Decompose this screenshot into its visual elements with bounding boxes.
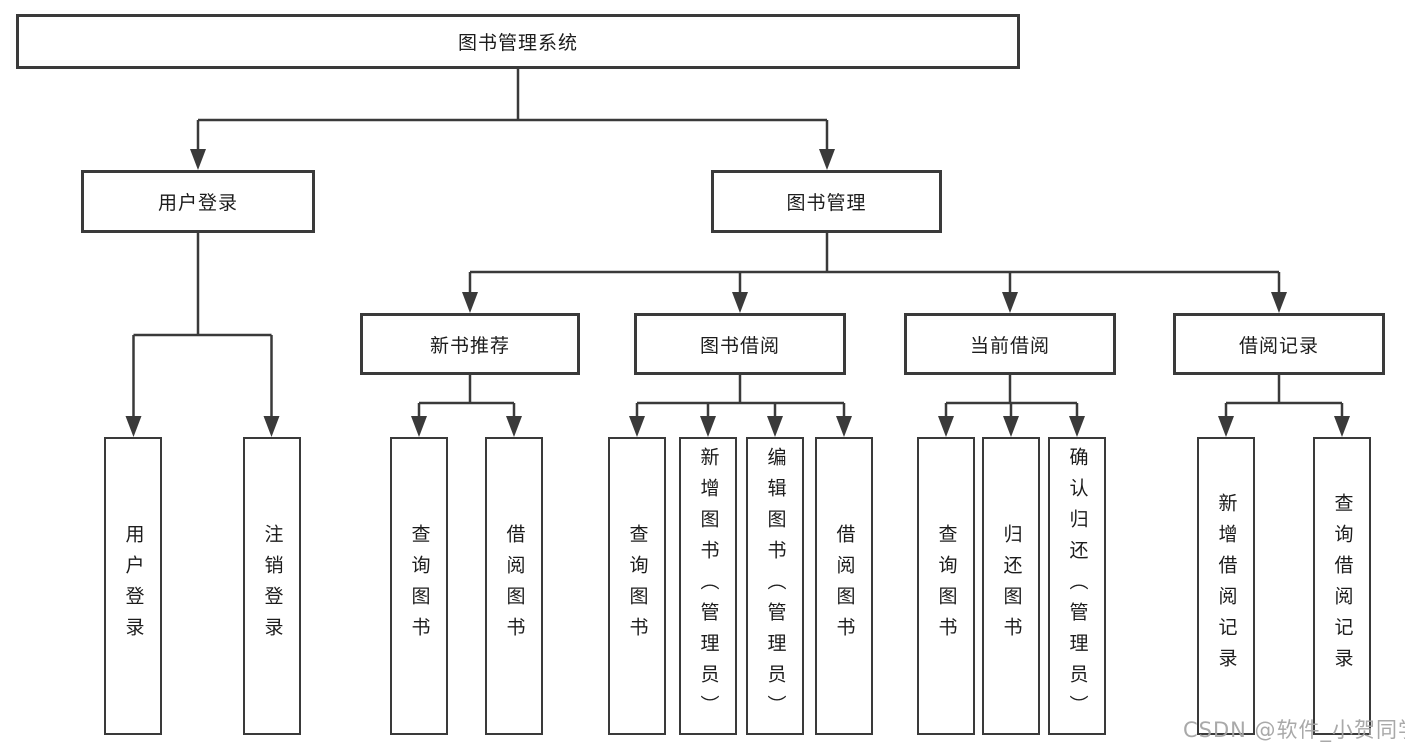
node-book-management: 图书管理 <box>711 170 942 233</box>
leaf-query-book-borrow-label: 查询图书 <box>626 524 649 648</box>
leaf-edit-book-admin-label: 编辑图书（管理员） <box>764 446 787 726</box>
leaf-borrow-book: 借阅图书 <box>815 437 873 735</box>
leaf-add-book-admin-label: 新增图书（管理员） <box>697 446 720 726</box>
node-current-borrow-label: 当前借阅 <box>969 334 1050 357</box>
node-user-login: 用户登录 <box>81 170 315 233</box>
node-book-borrow-label: 图书借阅 <box>699 334 780 357</box>
leaf-query-book-borrow: 查询图书 <box>608 437 666 735</box>
node-borrow-record: 借阅记录 <box>1173 313 1385 375</box>
leaf-add-borrow-record-label: 新增借阅记录 <box>1215 493 1238 679</box>
node-book-borrow: 图书借阅 <box>634 313 846 375</box>
node-root-label: 图书管理系统 <box>457 32 578 54</box>
node-new-book-recommend-label: 新书推荐 <box>429 334 510 357</box>
leaf-borrow-book-recommend-label: 借阅图书 <box>503 524 526 648</box>
leaf-add-book-admin: 新增图书（管理员） <box>679 437 737 735</box>
node-user-login-label: 用户登录 <box>157 192 238 214</box>
leaf-query-borrow-record-label: 查询借阅记录 <box>1331 493 1354 679</box>
leaf-borrow-book-label: 借阅图书 <box>833 524 856 648</box>
leaf-query-book-recommend: 查询图书 <box>390 437 448 735</box>
csdn-watermark: CSDN @软件_小贺同学 <box>1183 718 1405 742</box>
node-book-management-label: 图书管理 <box>786 192 867 214</box>
node-borrow-record-label: 借阅记录 <box>1238 334 1319 357</box>
leaf-add-borrow-record: 新增借阅记录 <box>1197 437 1255 735</box>
leaf-return-book: 归还图书 <box>982 437 1040 735</box>
leaf-user-login-label: 用户登录 <box>122 524 145 648</box>
leaf-user-login: 用户登录 <box>104 437 162 735</box>
leaf-logout: 注销登录 <box>243 437 301 735</box>
leaf-return-book-label: 归还图书 <box>1000 524 1023 648</box>
node-current-borrow: 当前借阅 <box>904 313 1116 375</box>
leaf-query-book-current: 查询图书 <box>917 437 975 735</box>
leaf-query-book-recommend-label: 查询图书 <box>408 524 431 648</box>
leaf-query-book-current-label: 查询图书 <box>935 524 958 648</box>
leaf-confirm-return-admin: 确认归还（管理员） <box>1048 437 1106 735</box>
node-new-book-recommend: 新书推荐 <box>360 313 580 375</box>
leaf-borrow-book-recommend: 借阅图书 <box>485 437 543 735</box>
leaf-logout-label: 注销登录 <box>261 524 284 648</box>
node-root: 图书管理系统 <box>16 14 1020 69</box>
leaf-edit-book-admin: 编辑图书（管理员） <box>746 437 804 735</box>
leaf-confirm-return-admin-label: 确认归还（管理员） <box>1066 446 1089 726</box>
leaf-query-borrow-record: 查询借阅记录 <box>1313 437 1371 735</box>
